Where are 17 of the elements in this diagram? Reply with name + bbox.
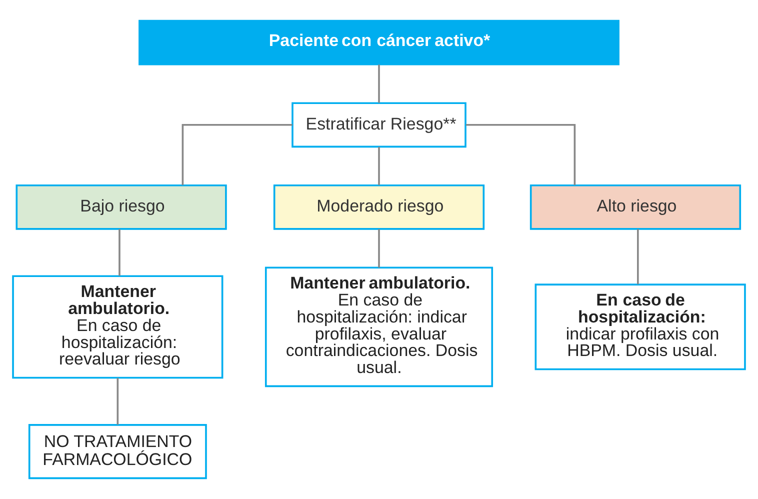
node-box: En caso de hospitalización: indicar profilaxis con HBPM. Dosis usual. xyxy=(534,284,746,370)
node-box: Estratificar Riesgo** xyxy=(292,102,466,148)
node-box: NO TRATAMIENTO FARMACOLÓGICO xyxy=(28,424,207,480)
connector xyxy=(637,229,639,284)
node-box: Bajo riesgo xyxy=(16,184,227,230)
node-box: Paciente con cáncer activo* xyxy=(138,20,620,66)
node-box: Alto riesgo xyxy=(530,184,742,230)
connector xyxy=(182,124,292,186)
connector xyxy=(466,124,576,186)
node-box: Mantener ambulatorio. En caso de hospitalización: indicar profilaxis, evaluar contraindicaciones. Dosis usual. xyxy=(264,266,494,388)
connector xyxy=(378,64,380,103)
connector xyxy=(378,229,380,268)
node-box: Mantener ambulatorio. En caso de hospitalización: reevaluar riesgo xyxy=(12,275,224,379)
connector xyxy=(116,378,119,425)
connector xyxy=(118,229,120,276)
node-box: Moderado riesgo xyxy=(273,184,485,230)
connector xyxy=(378,146,380,186)
